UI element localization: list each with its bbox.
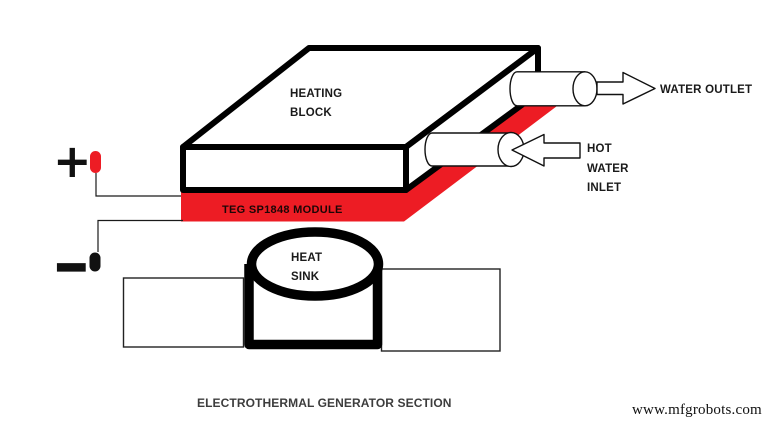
hot-water-inlet-label: HOT WATER INLET (587, 143, 629, 194)
water-outlet-pipe (509, 71, 598, 107)
outlet-pipe-end-ellipse (572, 71, 598, 107)
hot-water-inlet-pipe (424, 131, 525, 168)
heating-block-label: HEATING BLOCK (290, 88, 343, 119)
heat-sink-right-fin (380, 268, 501, 352)
teg-module-label: TEG SP1848 MODULE (222, 204, 343, 216)
heating-block-front-face (180, 144, 409, 193)
hot-water-inlet-arrow (511, 133, 581, 167)
water-outlet-label: WATER OUTLET (660, 84, 753, 96)
positive-terminal-cap (90, 151, 101, 173)
heat-sink-left-fin (122, 277, 245, 348)
minus-terminal-sign: − (52, 221, 91, 309)
positive-wire (95, 173, 181, 197)
heat-sink-top-ellipse (246, 227, 384, 301)
heating-block (180, 45, 541, 193)
watermark: www.mfgrobots.com (632, 402, 762, 418)
diagram-caption: ELECTROTHERMAL GENERATOR SECTION (197, 396, 452, 410)
heat-sink-label: HEAT SINK (291, 252, 323, 283)
water-outlet-arrow (596, 71, 656, 105)
negative-wire (97, 219, 183, 252)
plus-terminal-sign: + (53, 134, 92, 188)
negative-terminal-cap (89, 252, 101, 272)
